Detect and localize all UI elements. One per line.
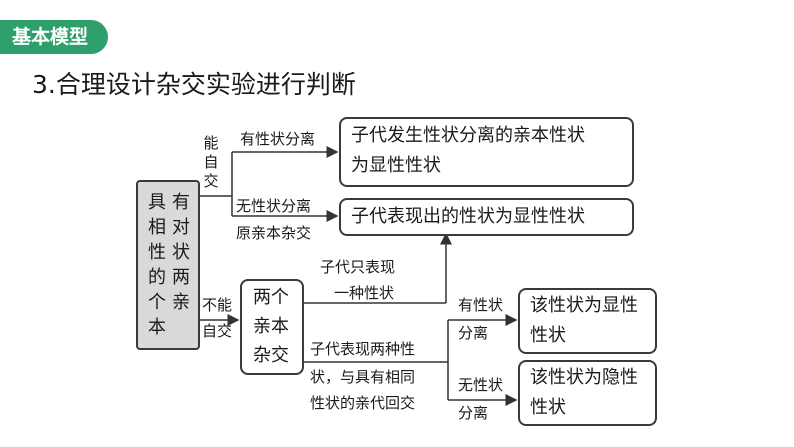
- box-text-line: 子代发生性状分离的亲本性状: [351, 125, 585, 146]
- label-has-sep-line2: 分离: [458, 324, 489, 342]
- root-char: 两: [172, 267, 190, 288]
- root-char: 具: [148, 192, 166, 213]
- root-char: 性: [148, 242, 166, 263]
- box-separation-result: 子代发生性状分离的亲本性状 为显性性状: [339, 117, 634, 187]
- box-text-line: 为显性性状: [351, 155, 441, 176]
- label-two-traits-line3: 性状的亲代回交: [310, 394, 416, 412]
- box-text-line: 该性状为隐性: [530, 367, 638, 388]
- root-char: 个: [148, 292, 166, 313]
- label-two-traits-line2: 状，与具有相同: [310, 368, 416, 386]
- box-two-parent-cross: 两个 亲本 杂交: [240, 279, 304, 375]
- label-can-self-cross: 能 自 交: [202, 134, 220, 191]
- root-char: 状: [172, 242, 190, 263]
- root-box: 具 相 性 的 个 本 有 对 状 两 亲: [136, 180, 200, 350]
- box-text-line: 性状: [530, 325, 566, 346]
- label-only-one-line1: 子代只表现: [320, 258, 396, 276]
- box-offspring-dominant: 子代表现出的性状为显性性状: [339, 198, 634, 236]
- root-char: 的: [148, 267, 166, 288]
- label-two-traits-line1: 子代表现两种性: [310, 340, 416, 358]
- label-cannot-self-line2: 自交: [202, 322, 233, 340]
- root-char: 有: [172, 192, 190, 213]
- section-badge: 基本模型: [0, 20, 108, 54]
- label-only-one-line2: 一种性状: [334, 284, 395, 302]
- box-text-line: 该性状为显性: [530, 295, 638, 316]
- root-char: 亲: [172, 292, 190, 313]
- box-text-line: 两个: [253, 287, 289, 308]
- label-cannot-self-line1: 不能: [202, 296, 233, 314]
- box-trait-recessive: 该性状为隐性 性状: [518, 360, 657, 426]
- label-no-sep-line2: 分离: [458, 404, 489, 422]
- box-trait-dominant: 该性状为显性 性状: [518, 288, 657, 354]
- root-char: 对: [172, 217, 190, 238]
- box-text-line: 杂交: [253, 345, 289, 366]
- label-has-sep-line1: 有性状: [458, 296, 504, 314]
- page-title: 3.合理设计杂交实验进行判断: [32, 70, 356, 99]
- label-char: 交: [203, 172, 219, 190]
- label-char: 能: [203, 134, 219, 152]
- label-char: 自: [203, 153, 219, 171]
- box-text-line: 亲本: [253, 316, 289, 337]
- label-no-sep-line1: 无性状: [458, 376, 504, 394]
- box-text-line: 子代表现出的性状为显性性状: [351, 206, 585, 227]
- label-parent-cross: 原亲本杂交: [236, 224, 312, 242]
- label-has-separation: 有性状分离: [240, 130, 316, 148]
- label-no-separation: 无性状分离: [236, 197, 312, 215]
- root-char: 相: [148, 217, 166, 238]
- box-text-line: 性状: [530, 397, 566, 418]
- root-char: 本: [148, 317, 166, 338]
